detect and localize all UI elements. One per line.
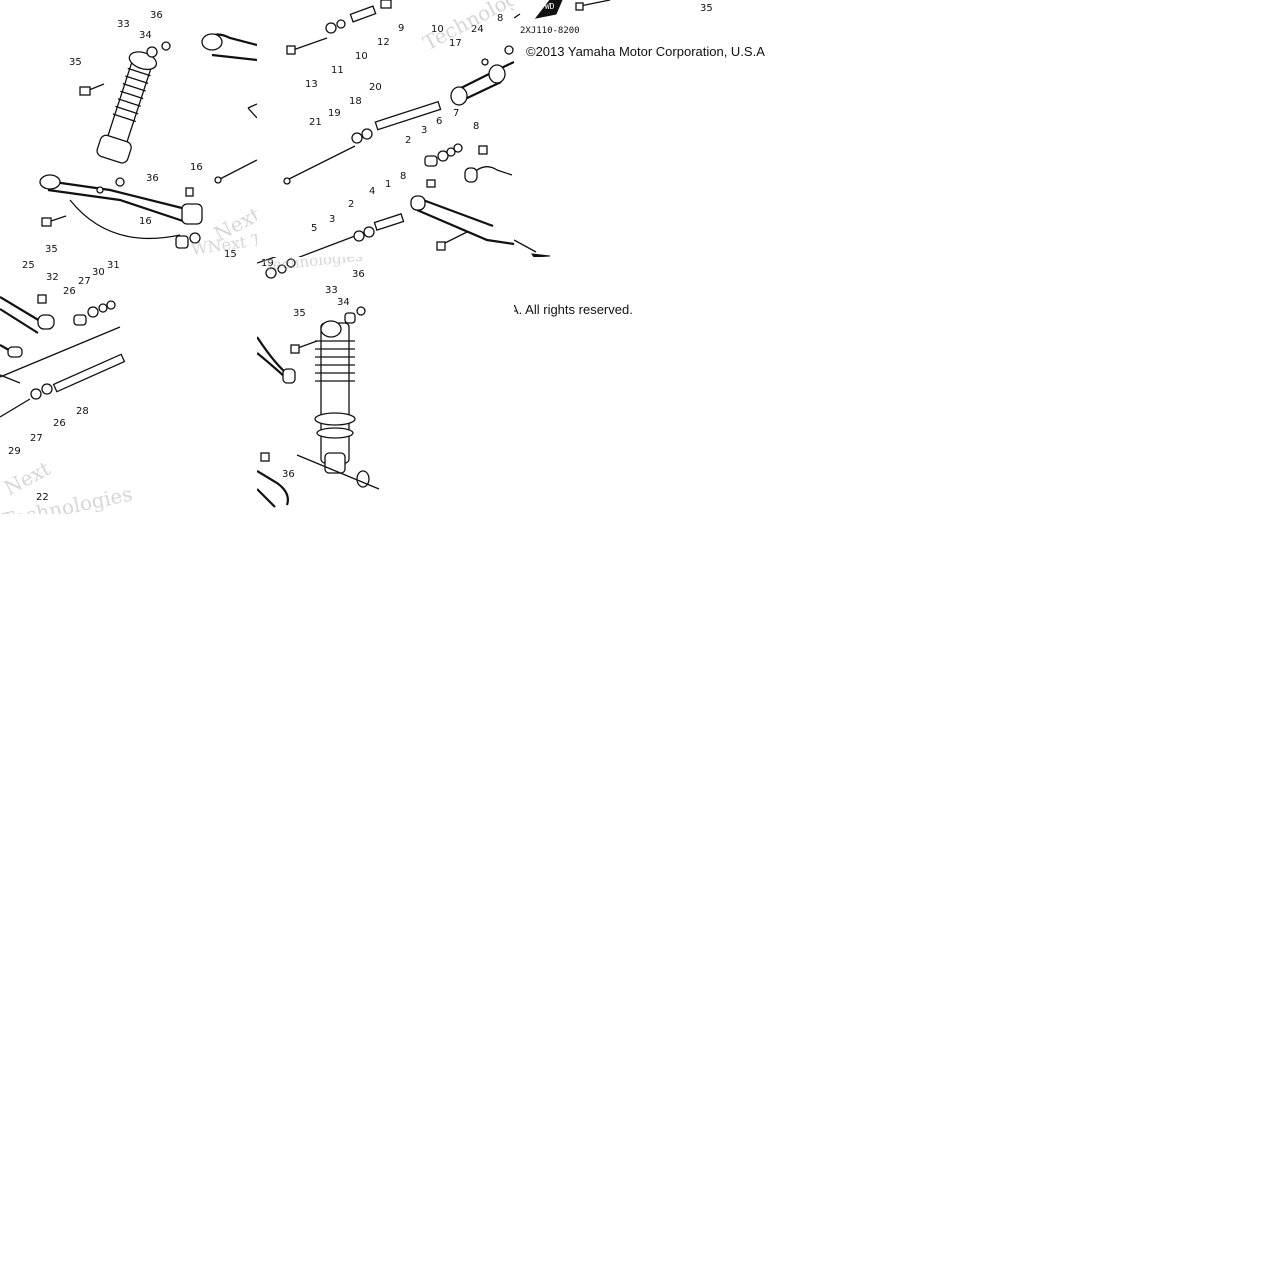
- callout-35: 35: [69, 57, 82, 68]
- upper-arm-shock-drawing: [39, 33, 257, 249]
- callout-8: 8: [497, 13, 504, 24]
- callout-15: 15: [224, 249, 237, 258]
- callout-35: 35: [293, 308, 306, 319]
- callout-6: 6: [436, 116, 443, 127]
- callout-29: 29: [8, 446, 21, 457]
- callout-5: 5: [311, 223, 318, 234]
- callout-11: 11: [331, 65, 344, 76]
- callout-8: 8: [473, 121, 480, 132]
- callout-36: 36: [282, 469, 295, 480]
- callout-30: 30: [92, 267, 105, 278]
- pivot-hardware-drawing: [283, 0, 514, 257]
- lower-arm-drawing: [0, 294, 126, 418]
- callout-19: 19: [261, 258, 274, 269]
- callout-18: 18: [349, 96, 362, 107]
- callout-16: 16: [190, 162, 203, 173]
- callout-34: 34: [337, 297, 350, 308]
- callout-8: 8: [400, 171, 407, 182]
- callout-10: 10: [355, 51, 368, 62]
- callout-32: 32: [46, 272, 59, 283]
- diagram-tile-title-block: FWD 35 2XJ110-8200 ©2013 Yamaha Motor Co…: [514, 0, 771, 257]
- callout-34: 34: [139, 30, 152, 41]
- callout-25: 25: [22, 260, 35, 271]
- callout-36: 36: [146, 173, 159, 184]
- callout-4: 4: [369, 186, 376, 197]
- callout-12: 12: [377, 37, 390, 48]
- callout-17: 17: [449, 38, 462, 49]
- callout-21: 21: [309, 117, 322, 128]
- diagram-tile-upper-arm-shock: 33 36 34 35 36 16 35 16 15 WNext Tec Nex…: [0, 0, 257, 257]
- callout-16: 16: [139, 216, 152, 227]
- callout-26: 26: [53, 418, 66, 429]
- callout-36: 36: [150, 10, 163, 21]
- callout-3: 3: [329, 214, 336, 225]
- callout-24: 24: [471, 24, 484, 35]
- diagram-code: 2XJ110-8200: [520, 26, 580, 36]
- rear-shock-drawing: [257, 257, 380, 508]
- callout-35: 35: [45, 244, 58, 255]
- fwd-mark: FWD: [540, 2, 555, 11]
- callout-28: 28: [76, 406, 89, 417]
- callout-1: 1: [385, 179, 392, 190]
- callout-2: 2: [405, 135, 412, 146]
- callout-33: 33: [325, 285, 338, 296]
- callout-19: 19: [328, 108, 341, 119]
- callout-27: 27: [78, 276, 91, 287]
- callout-22: 22: [36, 492, 49, 503]
- callout-36: 36: [352, 269, 365, 280]
- callout-31: 31: [107, 260, 120, 271]
- title-block-drawing: [514, 0, 611, 257]
- callout-27: 27: [30, 433, 43, 444]
- callout-35: 35: [700, 3, 713, 14]
- callout-7: 7: [453, 108, 460, 119]
- diagram-tile-lower-arm: 25 32 27 30 31 26 28 27 26 29 22 Next Te…: [0, 257, 257, 514]
- callout-20: 20: [369, 82, 382, 93]
- copyright-line: ©2013 Yamaha Motor Corporation, U.S.A: [526, 44, 765, 59]
- callout-10: 10: [431, 24, 444, 35]
- diagram-tile-rear-shock: 19 33 34 36 35 36 Technologies: [257, 257, 514, 514]
- callout-2: 2: [348, 199, 355, 210]
- callout-9: 9: [398, 23, 405, 34]
- callout-3: 3: [421, 125, 428, 136]
- callout-26: 26: [63, 286, 76, 297]
- callout-13: 13: [305, 79, 318, 90]
- diagram-tile-pivot-hardware: 13 11 10 12 9 10 17 24 8 20 21 19 18 3 6…: [257, 0, 514, 257]
- diagram-tile-copyright-tail: A. All rights reserved.: [514, 257, 771, 514]
- copyright-rights: A. All rights reserved.: [514, 302, 633, 317]
- callout-33: 33: [117, 19, 130, 30]
